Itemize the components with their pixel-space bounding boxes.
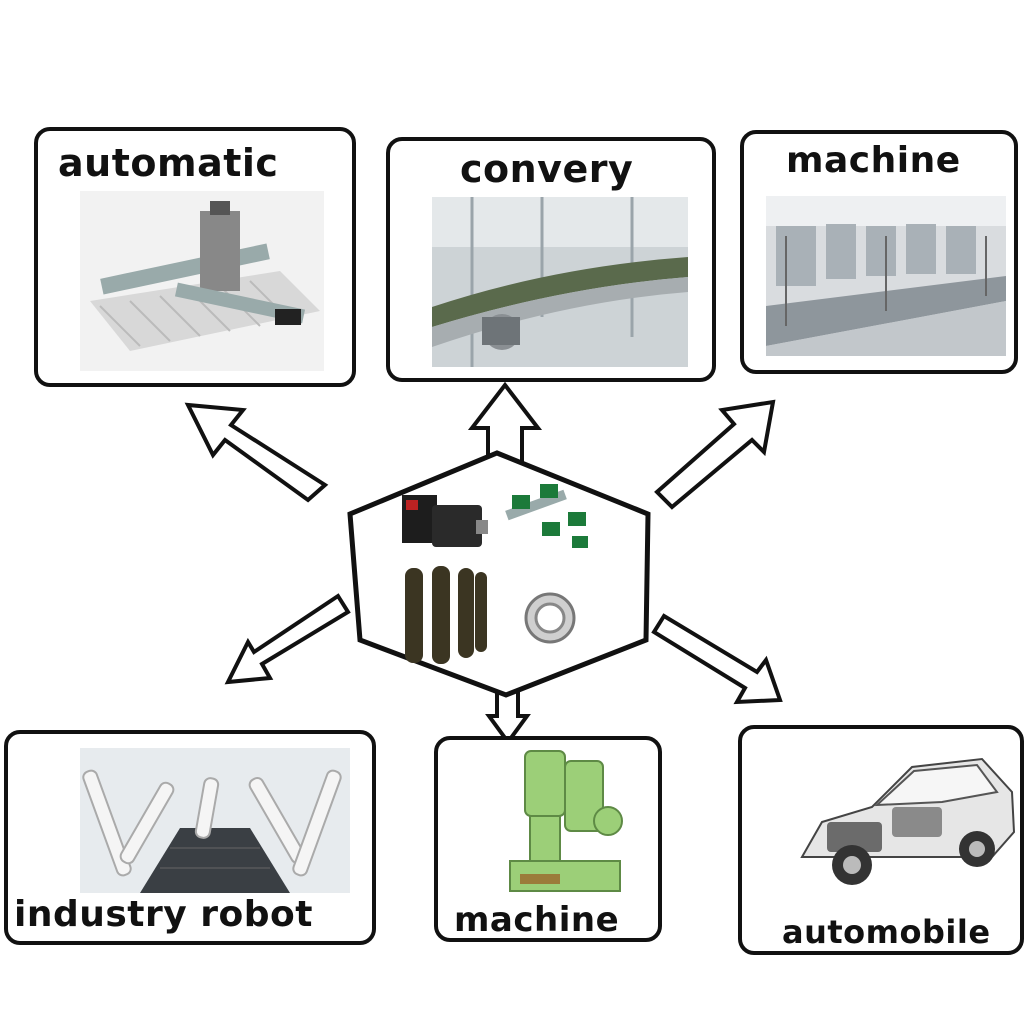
conveyor-line-image	[432, 197, 688, 367]
gantry-robot-image	[80, 191, 324, 371]
arrow-to-automobile	[651, 613, 783, 705]
label-automobile: automobile	[782, 913, 991, 951]
label-automatic: automatic	[58, 141, 279, 185]
label-machine-bottom: machine	[454, 900, 620, 940]
box-convery: convery	[386, 137, 716, 382]
servo-motor-icon	[402, 495, 488, 547]
arrow-to-industry-robot	[224, 593, 351, 685]
car-cutaway-image	[792, 737, 1018, 907]
label-machine-top: machine	[786, 140, 961, 181]
arrow-to-convery	[467, 381, 543, 464]
air-hammer-image	[490, 746, 630, 896]
assembly-line-image	[766, 196, 1006, 356]
arrow-to-automatic	[184, 402, 329, 503]
box-machine-bottom: machine	[434, 736, 662, 942]
box-automatic: automatic	[34, 127, 356, 387]
box-machine-top: machine	[740, 130, 1018, 374]
robot-arms-image	[80, 748, 350, 893]
box-automobile: automobile	[738, 725, 1024, 955]
arrow-to-machine-bottom	[485, 688, 531, 746]
center-hexagon	[347, 450, 651, 698]
linear-guide-icon	[505, 484, 588, 548]
arrow-to-machine-top	[654, 399, 776, 510]
ball-bearing-icon	[524, 592, 576, 644]
drive-chain-icon	[405, 566, 487, 664]
label-industry-robot: industry robot	[14, 894, 313, 935]
label-convery: convery	[460, 147, 634, 191]
box-industry-robot: industry robot	[4, 730, 376, 945]
